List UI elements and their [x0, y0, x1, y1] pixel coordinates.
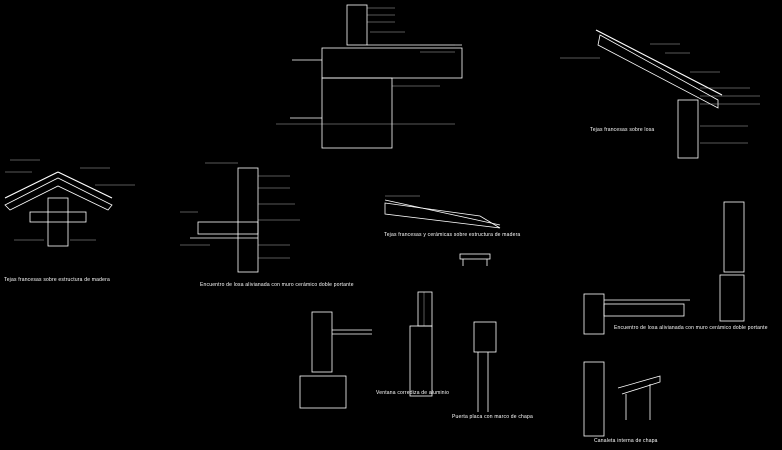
caption-roof-slab: Tejas francesas sobre losa	[590, 127, 654, 133]
caption-door: Puerta placa con marco de chapa	[452, 414, 533, 420]
slab-wall-1-leaders	[180, 162, 300, 259]
roof-slab-section: Tejas francesas sobre losa	[560, 29, 760, 159]
caption-tiles-wood: Tejas francesas y cerámicas sobre estruc…	[384, 232, 520, 238]
roof-slab-leaders	[650, 43, 760, 144]
door-section: Puerta placa con marco de chapa	[452, 321, 533, 420]
eave-section: Canaleta interna de chapa	[583, 361, 661, 444]
caption-eave: Canaleta interna de chapa	[594, 438, 658, 444]
roof-wood-section: Tejas francesas sobre estructura de made…	[4, 159, 135, 283]
slab-wall-joint-2: Encuentro de losa alivianada con muro ce…	[583, 201, 768, 335]
caption-roof-wood: Tejas francesas sobre estructura de made…	[4, 277, 110, 283]
window-section: Ventana corrediza de aluminio	[299, 291, 449, 409]
tiles-wood-detail: Tejas francesas y cerámicas sobre estruc…	[384, 195, 520, 266]
foundation-leaders	[367, 7, 455, 87]
caption-slab-joint-2: Encuentro de losa alivianada con muro ce…	[614, 325, 768, 331]
caption-slab-joint-1: Encuentro de losa alivianada con muro ce…	[200, 282, 354, 288]
caption-window: Ventana corrediza de aluminio	[376, 390, 449, 396]
roof-wood-leaders	[5, 159, 135, 241]
slab-wall-joint-1: Encuentro de losa alivianada con muro ce…	[180, 162, 354, 288]
foundation-section	[276, 4, 463, 149]
